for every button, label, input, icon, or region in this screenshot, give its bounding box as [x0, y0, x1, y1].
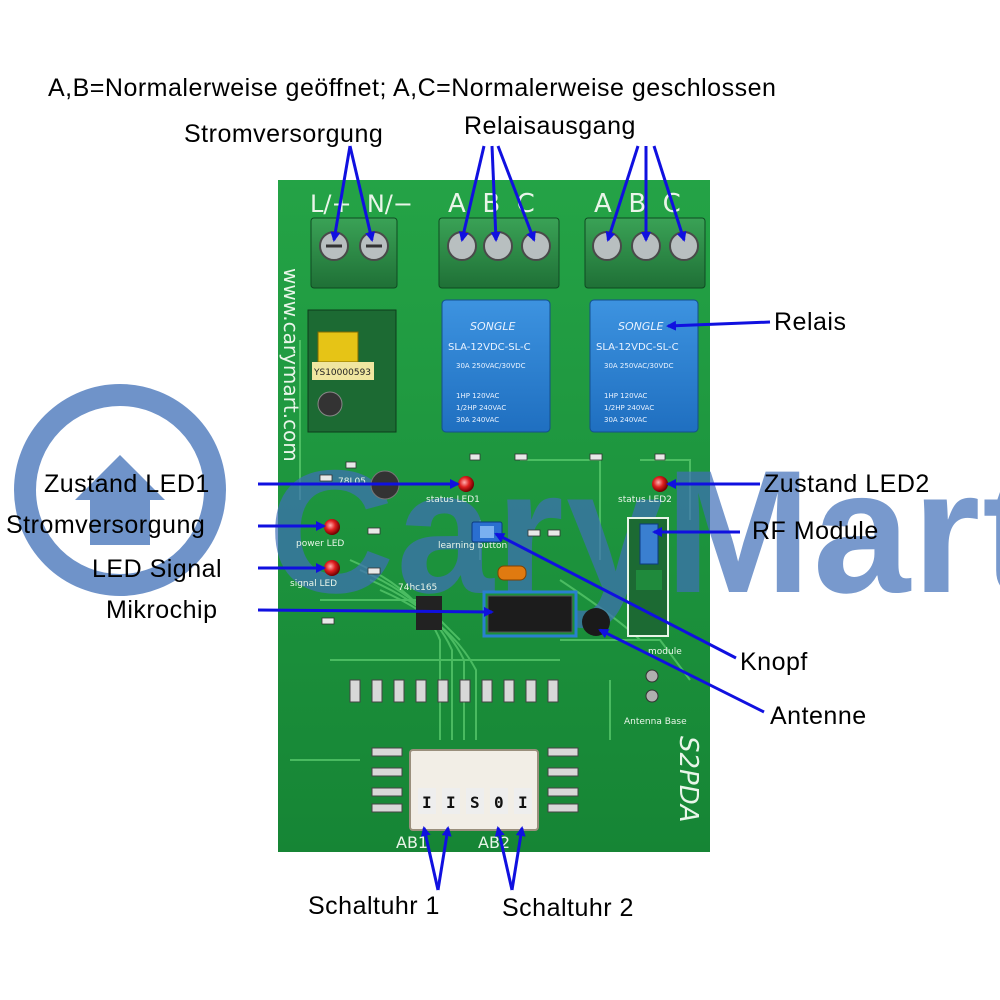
ic-microchip — [482, 590, 578, 638]
svg-text:1HP 120VAC: 1HP 120VAC — [456, 392, 500, 400]
power-terminal-block — [310, 217, 398, 289]
diode-row — [349, 679, 559, 703]
label-relay-output: Relaisausgang — [464, 112, 636, 140]
dip-switch-pos-4: 0 — [494, 793, 504, 812]
relay-2: SONGLE SLA-12VDC-SL-C 30A 250VAC/30VDC 1… — [589, 299, 699, 433]
label-timer1: Schaltuhr 1 — [308, 892, 440, 920]
label-rf-module: RF Module — [752, 517, 879, 545]
dip-switch-pos-3: S — [470, 793, 480, 812]
pcb — [278, 180, 710, 852]
antenna-base — [582, 608, 659, 703]
svg-text:YS10000593: YS10000593 — [313, 368, 371, 378]
status-led2 — [652, 476, 668, 492]
regulator-silk: 78L05 — [338, 477, 366, 487]
label-button: Knopf — [740, 648, 808, 676]
relay-1: SONGLE SLA-12VDC-SL-C 30A 250VAC/30VDC 1… — [441, 299, 551, 433]
model-silk: S2PDA — [673, 736, 703, 823]
status-led1-silk: status LED1 — [426, 495, 480, 505]
label-state-led2: Zustand LED2 — [764, 470, 930, 498]
ab2-silk: AB2 — [478, 833, 510, 852]
svg-text:1HP 120VAC: 1HP 120VAC — [604, 392, 648, 400]
label-power-led: Stromversorgung — [6, 511, 206, 539]
header-note: A,B=Normalerweise geöffnet; A,C=Normaler… — [48, 74, 777, 102]
dip-switch-pos-5: I — [518, 793, 528, 812]
callout-arrows — [257, 145, 771, 891]
power-supply-module: YS10000593 — [307, 309, 397, 433]
dip-switch — [409, 749, 539, 831]
dip-switch-pos-1: I — [422, 793, 432, 812]
relay1-terminal-block — [438, 217, 560, 289]
label-relay: Relais — [774, 308, 847, 336]
dip-switch-pos-2: I — [446, 793, 456, 812]
label-timer2: Schaltuhr 2 — [502, 894, 634, 922]
svg-text:SLA-12VDC-SL-C: SLA-12VDC-SL-C — [596, 342, 679, 353]
label-state-led1: Zustand LED1 — [44, 470, 210, 498]
svg-text:1/2HP 240VAC: 1/2HP 240VAC — [604, 404, 654, 412]
module-silk: module — [648, 647, 682, 657]
svg-text:30A 240VAC: 30A 240VAC — [456, 416, 499, 424]
smd-components — [319, 453, 666, 625]
svg-text:30A 250VAC/30VDC: 30A 250VAC/30VDC — [456, 362, 526, 370]
website-silk: www.carymart.com — [279, 268, 303, 462]
chip-silk: 74hc165 — [398, 583, 437, 593]
learning-button — [471, 521, 503, 543]
label-microchip: Mikrochip — [106, 596, 218, 624]
resistor-columns — [371, 747, 579, 813]
svg-text:1/2HP 240VAC: 1/2HP 240VAC — [456, 404, 506, 412]
svg-text:SONGLE: SONGLE — [618, 320, 664, 333]
svg-text:30A 250VAC/30VDC: 30A 250VAC/30VDC — [604, 362, 674, 370]
label-power-supply-top: Stromversorgung — [184, 120, 384, 148]
svg-text:SLA-12VDC-SL-C: SLA-12VDC-SL-C — [448, 342, 531, 353]
power-led — [324, 519, 340, 535]
status-led2-silk: status LED2 — [618, 495, 672, 505]
label-antenna: Antenne — [770, 702, 867, 730]
svg-text:30A 240VAC: 30A 240VAC — [604, 416, 647, 424]
signal-led — [324, 560, 340, 576]
learning-button-silk: learning button — [438, 541, 507, 551]
label-signal-led: LED Signal — [92, 555, 223, 583]
rf-module — [627, 517, 669, 637]
antenna-base-silk: Antenna Base — [624, 717, 687, 727]
status-led1 — [458, 476, 474, 492]
oscillator — [497, 565, 527, 581]
signal-led-silk: signal LED — [290, 579, 337, 589]
svg-text:SONGLE: SONGLE — [470, 320, 516, 333]
power-led-silk: power LED — [296, 539, 344, 549]
relay2-terminal-silk: A B C — [594, 189, 681, 219]
watermark-logo — [14, 384, 226, 596]
ab1-silk: AB1 — [396, 833, 428, 852]
